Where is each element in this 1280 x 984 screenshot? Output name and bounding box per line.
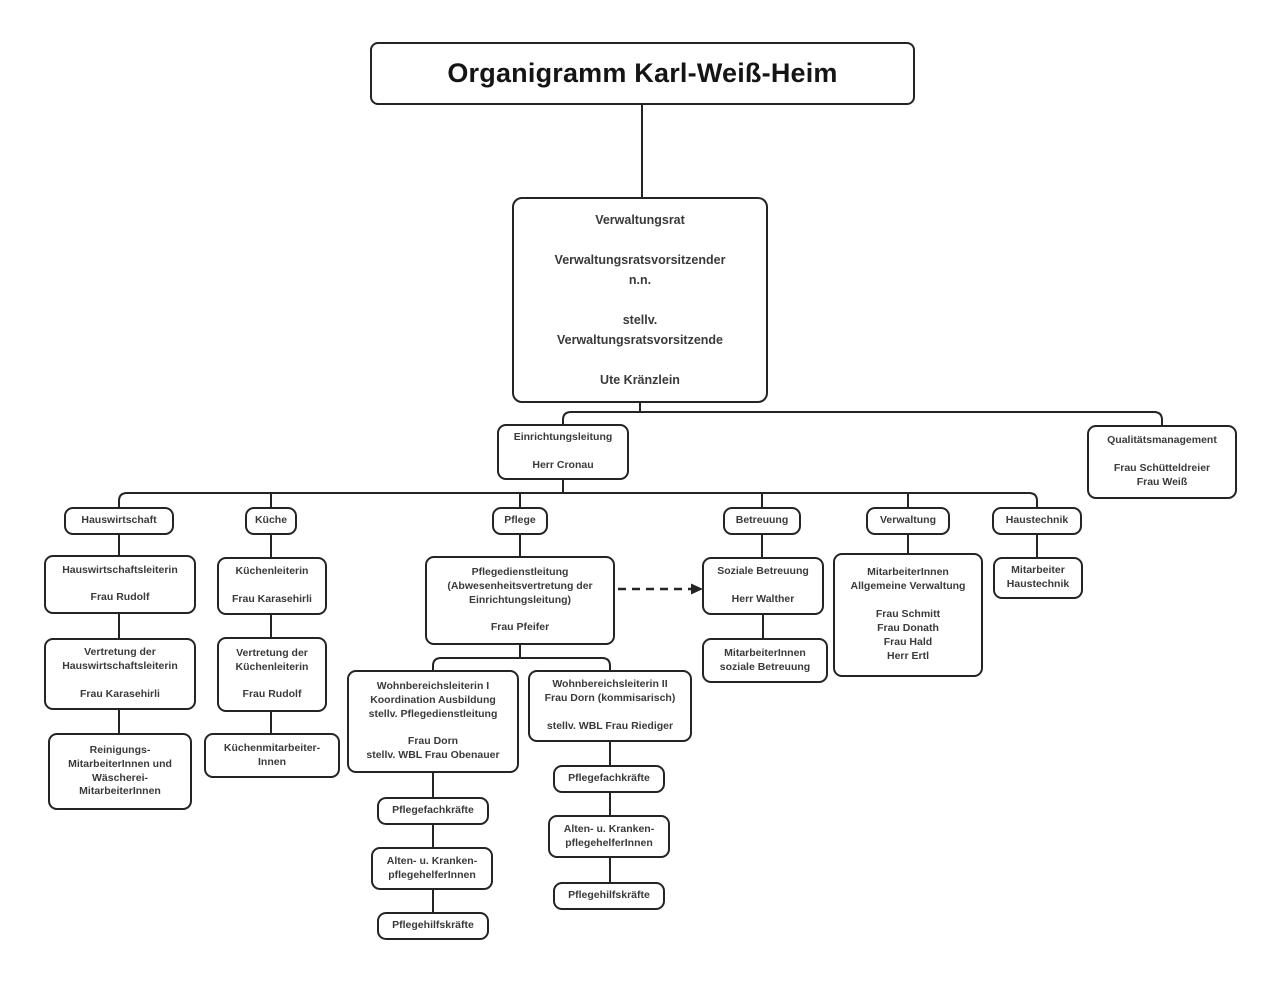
node-pflegehelfer-1: Alten- u. Kranken- pflegehelferInnen: [371, 847, 493, 890]
node-pflegedienstleitung: Pflegedienstleitung (Abwesenheitsvertret…: [425, 556, 615, 645]
node-vertretung-hauswirtschaftsleiterin: Vertretung der Hauswirtschaftsleiterin F…: [44, 638, 196, 710]
node-verwaltungsrat: Verwaltungsrat Verwaltungsratsvorsitzend…: [512, 197, 768, 403]
node-kuechenleiterin: Küchenleiterin Frau Karasehirli: [217, 557, 327, 615]
node-pflegehilfskraefte-1: Pflegehilfskräfte: [377, 912, 489, 940]
node-header-verwaltung: Verwaltung: [866, 507, 950, 535]
node-vertretung-kuechenleiterin: Vertretung der Küchenleiterin Frau Rudol…: [217, 637, 327, 712]
node-header-betreuung: Betreuung: [723, 507, 801, 535]
node-pflegefachkraefte-2: Pflegefachkräfte: [553, 765, 665, 793]
node-pflegefachkraefte-1: Pflegefachkräfte: [377, 797, 489, 825]
node-mitarbeiter-soziale-betreuung: MitarbeiterInnen soziale Betreuung: [702, 638, 828, 683]
node-qualitaetsmanagement: Qualitätsmanagement Frau Schütteldreier …: [1087, 425, 1237, 499]
node-pflegehelfer-2: Alten- u. Kranken- pflegehelferInnen: [548, 815, 670, 858]
node-chart-title: Organigramm Karl-Weiß-Heim: [370, 42, 915, 105]
node-pflegehilfskraefte-2: Pflegehilfskräfte: [553, 882, 665, 910]
node-header-haustechnik: Haustechnik: [992, 507, 1082, 535]
node-header-pflege: Pflege: [492, 507, 548, 535]
arrowhead: [691, 583, 703, 595]
node-header-kueche: Küche: [245, 507, 297, 535]
node-header-hauswirtschaft: Hauswirtschaft: [64, 507, 174, 535]
node-mitarbeiter-verwaltung: MitarbeiterInnen Allgemeine Verwaltung F…: [833, 553, 983, 677]
node-mitarbeiter-haustechnik: Mitarbeiter Haustechnik: [993, 557, 1083, 599]
node-hauswirtschaftsleiterin: Hauswirtschaftsleiterin Frau Rudolf: [44, 555, 196, 614]
node-kuechenmitarbeiter: Küchenmitarbeiter- Innen: [204, 733, 340, 778]
node-reinigung-waescherei-mitarbeiter: Reinigungs- MitarbeiterInnen und Wäscher…: [48, 733, 192, 810]
node-wohnbereichsleiterin-1: Wohnbereichsleiterin I Koordination Ausb…: [347, 670, 519, 773]
node-soziale-betreuung: Soziale Betreuung Herr Walther: [702, 557, 824, 615]
node-wohnbereichsleiterin-2: Wohnbereichsleiterin II Frau Dorn (kommi…: [528, 670, 692, 742]
node-einrichtungsleitung: Einrichtungsleitung Herr Cronau: [497, 424, 629, 480]
